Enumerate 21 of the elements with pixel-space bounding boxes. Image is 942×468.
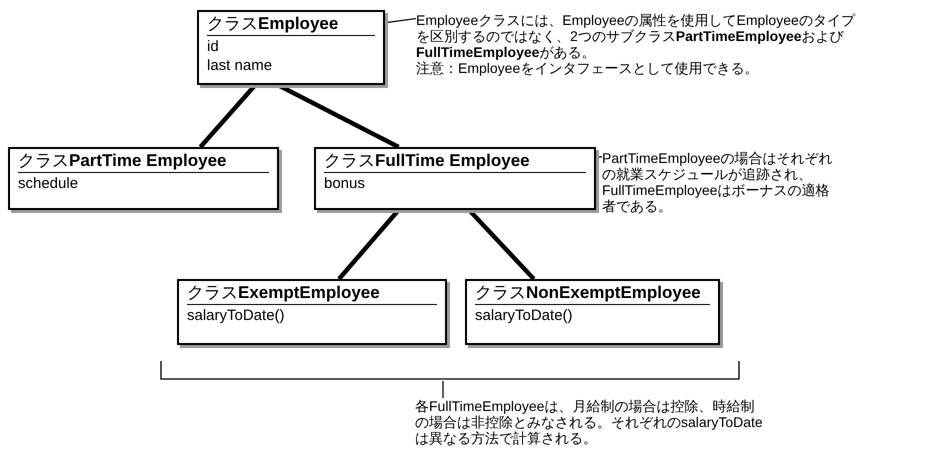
class-name: クラスFullTime Employee (324, 151, 586, 173)
class-box (314, 147, 596, 210)
class-name: クラスEmployee (207, 14, 375, 36)
annotation-text: 各FullTimeEmployeeは、月給制の場合は控除、時給制の場合は非控除とみなされる。それぞれのsalaryToDateは異なる方法で計算される。 (415, 398, 764, 446)
leader-line (442, 381, 444, 398)
class-box (465, 279, 720, 345)
class-name: クラスPartTime Employee (18, 151, 269, 173)
annotation-text: PartTimeEmployeeの場合はそれぞれの就業スケジュールが追跡され、FullTimeEmployeeはボーナスの適格者である。 (602, 150, 834, 214)
attribute-text: bonus (324, 175, 366, 192)
class-name: クラスNonExemptEmployee (475, 283, 710, 305)
class-box (197, 10, 385, 85)
attribute-text: salaryToDate() (187, 307, 286, 324)
attribute-text: last name (207, 57, 274, 74)
annotation-text: 注意：Employeeをインタフェースとして使用できる。 (416, 60, 760, 76)
class-name: クラスExemptEmployee (187, 283, 437, 305)
class-box (177, 279, 447, 345)
class-box (8, 147, 279, 210)
attribute-text: schedule (18, 175, 80, 192)
attribute-text: id (207, 38, 220, 55)
annotation-text: Employeeクラスには、Employeeの属性を使用してEmployeeのタイプを区別するのではなく、2つのサブクラスPartTimeEmployeeおよびFullTimeEmployeeがある。 (416, 12, 856, 60)
attribute-text: salaryToDate() (475, 307, 574, 324)
